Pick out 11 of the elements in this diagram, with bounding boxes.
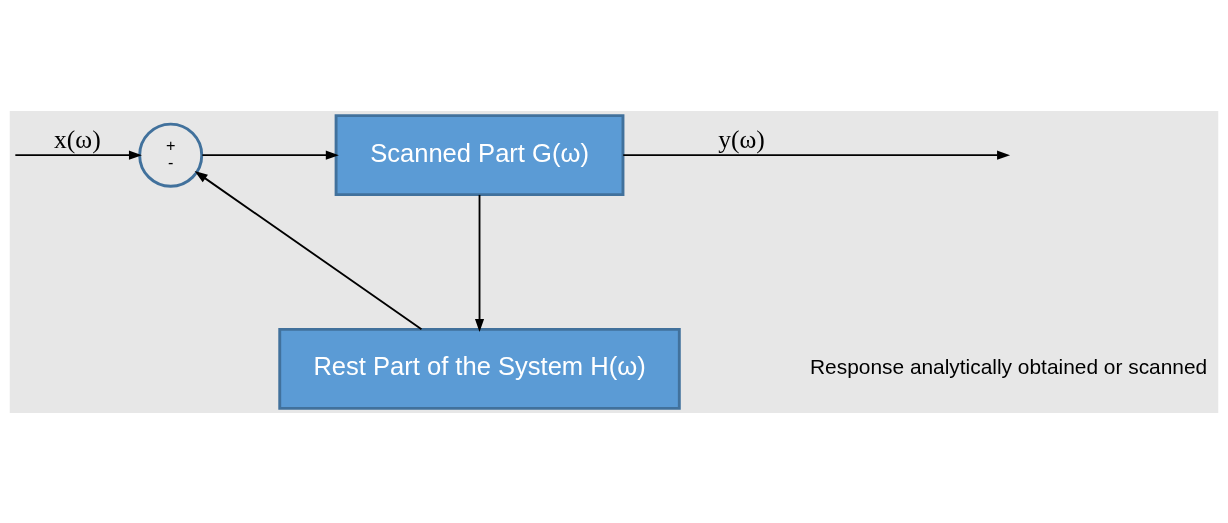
node-box: Scanned Part G(ω) (334, 113, 625, 196)
edge-label: y(ω) (718, 124, 765, 154)
edge-label: x(ω) (54, 124, 101, 154)
arrow (622, 150, 1011, 160)
node-box: Rest Part of the System H(ω) (278, 327, 681, 410)
arrow (194, 170, 423, 330)
arrow (14, 150, 142, 160)
node-circle: + - (138, 122, 204, 188)
label: Response analytically obtained or scanned (810, 354, 1208, 378)
arrow (474, 193, 485, 332)
arrow (201, 150, 339, 160)
